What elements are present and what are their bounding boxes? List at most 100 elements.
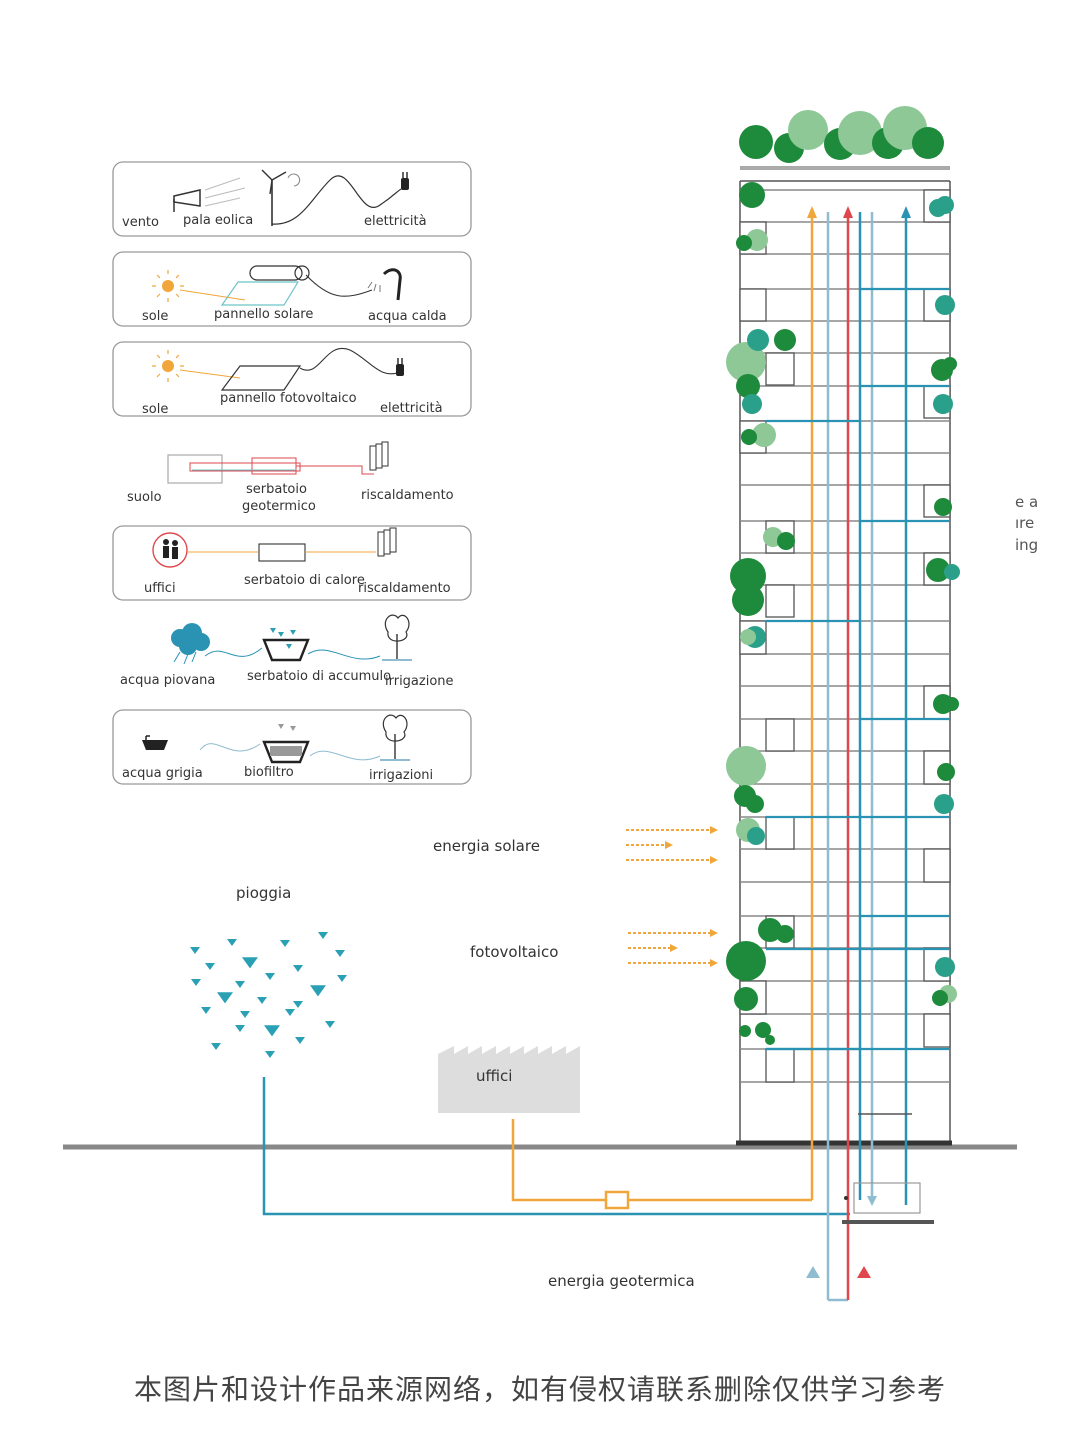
tree bbox=[755, 1022, 771, 1038]
tree bbox=[741, 429, 757, 445]
tree bbox=[739, 1025, 751, 1037]
raindrop bbox=[227, 939, 237, 946]
cloud-icon bbox=[171, 623, 210, 665]
balcony bbox=[923, 848, 951, 883]
tree bbox=[726, 941, 766, 981]
bathtub-icon bbox=[142, 735, 168, 750]
legend-box bbox=[112, 525, 472, 601]
shower-icon bbox=[367, 268, 402, 301]
raindrop bbox=[191, 979, 201, 986]
legend-label: uffici bbox=[144, 581, 176, 596]
sun-icon bbox=[152, 350, 184, 382]
cable-line bbox=[299, 347, 401, 375]
tree bbox=[934, 794, 954, 814]
raindrop bbox=[235, 981, 245, 988]
tree bbox=[936, 196, 954, 214]
legend-label: biofiltro bbox=[244, 765, 294, 780]
legend-label: serbatoio di calore bbox=[244, 573, 365, 588]
raindrop bbox=[318, 932, 328, 939]
sun-icon bbox=[152, 270, 184, 302]
legend-label: elettricità bbox=[380, 401, 443, 416]
legend-label: riscaldamento bbox=[361, 488, 454, 503]
rainwater-pipe bbox=[262, 1077, 850, 1216]
legend-label: riscaldamento bbox=[358, 581, 451, 596]
tree bbox=[776, 925, 794, 943]
raindrop bbox=[257, 997, 267, 1004]
offices-building bbox=[438, 1046, 580, 1113]
pv-panel-icon bbox=[220, 365, 302, 391]
heat-pipe bbox=[511, 1119, 606, 1202]
biofilter-icon bbox=[262, 724, 310, 764]
tree bbox=[734, 987, 758, 1011]
offices-label: uffici bbox=[476, 1067, 512, 1085]
plug-icon bbox=[396, 358, 404, 376]
heat-tank-icon bbox=[258, 543, 306, 562]
risers bbox=[766, 206, 950, 1302]
raindrop bbox=[310, 985, 326, 997]
raindrop bbox=[201, 1007, 211, 1014]
legend-row-solar-thermal: sole pannello solare acqua calda bbox=[112, 251, 472, 327]
solar-arrows bbox=[626, 826, 718, 864]
water-line bbox=[307, 649, 381, 660]
raindrop bbox=[337, 975, 347, 982]
legend-label: acqua grigia bbox=[122, 766, 203, 781]
solar-collector-icon bbox=[220, 265, 310, 306]
cut-text: ing bbox=[1015, 536, 1038, 554]
legend-box bbox=[112, 161, 472, 237]
tree bbox=[747, 827, 765, 845]
legend-row-rainwater: acqua piovana serbatoio di accumulo irri… bbox=[120, 614, 454, 689]
water-line bbox=[204, 647, 263, 657]
raindrop bbox=[285, 1009, 295, 1016]
legend-row-geothermal: suolo serbatoio geotermico riscaldamento bbox=[127, 441, 454, 514]
tree bbox=[937, 763, 955, 781]
tree bbox=[736, 235, 752, 251]
tree bbox=[747, 329, 769, 351]
water-line bbox=[309, 750, 381, 761]
legend-row-photovoltaic: sole pannello fotovoltaico elettricità bbox=[112, 341, 472, 417]
legend-row-heat-recovery: uffici serbatoio di calore riscaldamento bbox=[112, 525, 472, 601]
tree bbox=[742, 394, 762, 414]
raindrop bbox=[335, 950, 345, 957]
plant-room bbox=[853, 1182, 921, 1214]
legend-label: pala eolica bbox=[183, 213, 253, 228]
balcony bbox=[765, 718, 795, 752]
footer-disclaimer: 本图片和设计作品来源网络，如有侵权请联系删除仅供学习参考 bbox=[133, 1373, 946, 1406]
geothermal-inflow-arrow bbox=[806, 1266, 820, 1278]
legend-row-greywater: acqua grigia biofiltro irrigazioni bbox=[112, 709, 472, 785]
legend: vento pala eolica elettricità sole bbox=[112, 161, 472, 785]
rain-label: pioggia bbox=[236, 884, 291, 902]
tree bbox=[739, 125, 773, 159]
legend-box bbox=[112, 251, 472, 327]
tree bbox=[912, 127, 944, 159]
tree bbox=[838, 111, 882, 155]
raindrop bbox=[235, 1025, 245, 1032]
wind-turbine-icon bbox=[261, 169, 301, 226]
photovoltaic-arrows bbox=[628, 929, 718, 967]
raindrop bbox=[264, 1025, 280, 1037]
balcony bbox=[765, 584, 795, 618]
water-line bbox=[199, 743, 261, 752]
tree bbox=[774, 329, 796, 351]
tree bbox=[943, 357, 957, 371]
balcony bbox=[739, 288, 767, 322]
legend-label: irrigazioni bbox=[369, 768, 433, 783]
geothermal-label: energia geotermica bbox=[548, 1272, 695, 1290]
raindrop bbox=[293, 1001, 303, 1008]
balcony bbox=[923, 1013, 951, 1048]
tree bbox=[736, 374, 760, 398]
tree-icon bbox=[380, 714, 410, 761]
windsock-icon bbox=[173, 177, 246, 212]
tree bbox=[730, 558, 766, 594]
floor-branches bbox=[766, 287, 950, 1051]
tree bbox=[732, 584, 764, 616]
tree bbox=[944, 564, 960, 580]
tree bbox=[726, 746, 766, 786]
legend-label: elettricità bbox=[364, 214, 427, 229]
raindrop bbox=[295, 1037, 305, 1044]
tree bbox=[926, 558, 950, 582]
raindrop bbox=[217, 992, 233, 1004]
raindrop bbox=[325, 1021, 335, 1028]
balcony bbox=[765, 352, 795, 386]
legend-row-wind: vento pala eolica elettricità bbox=[112, 161, 472, 237]
